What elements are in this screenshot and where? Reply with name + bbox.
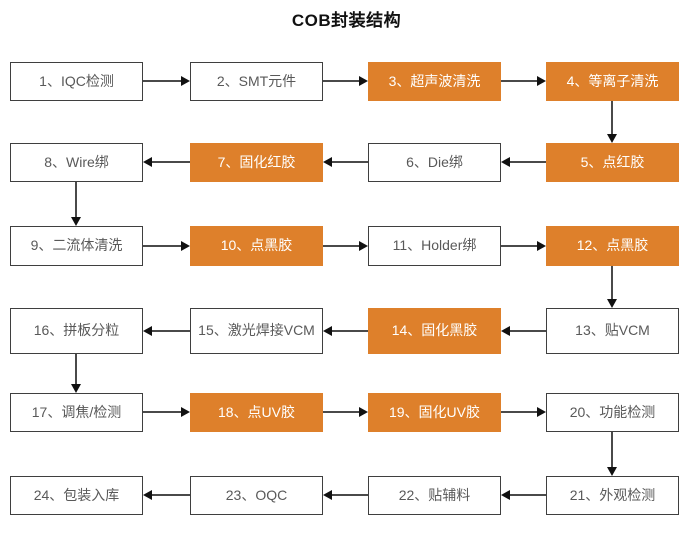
arrow-2-3 bbox=[323, 76, 368, 86]
arrow-left-icon bbox=[143, 326, 152, 336]
flow-step-24: 24、包装入库 bbox=[10, 476, 143, 515]
arrow-1-2 bbox=[143, 76, 190, 86]
arrow-10-11 bbox=[323, 241, 368, 251]
flow-step-7: 7、固化红胶 bbox=[190, 143, 323, 182]
page-title: COB封装结构 bbox=[291, 11, 402, 30]
arrow-left-icon bbox=[501, 490, 510, 500]
flow-step-5: 5、点红胶 bbox=[546, 143, 679, 182]
flow-step-16: 16、拼板分粒 bbox=[10, 308, 143, 354]
arrow-21-22 bbox=[501, 490, 546, 500]
flow-step-12: 12、点黑胶 bbox=[546, 226, 679, 266]
flow-step-4: 4、等离子清洗 bbox=[546, 62, 679, 101]
flow-step-20: 20、功能检测 bbox=[546, 393, 679, 432]
arrow-13-14 bbox=[501, 326, 546, 336]
arrow-down-icon bbox=[71, 217, 81, 226]
arrow-12-13 bbox=[607, 266, 617, 308]
flow-step-21: 21、外观检测 bbox=[546, 476, 679, 515]
arrow-down-icon bbox=[71, 384, 81, 393]
arrow-right-icon bbox=[359, 241, 368, 251]
arrow-left-icon bbox=[323, 157, 332, 167]
arrow-11-12 bbox=[501, 241, 546, 251]
arrow-19-20 bbox=[501, 407, 546, 417]
arrow-17-18 bbox=[143, 407, 190, 417]
flow-step-1: 1、IQC检测 bbox=[10, 62, 143, 101]
flow-step-10: 10、点黑胶 bbox=[190, 226, 323, 266]
flow-step-13: 13、贴VCM bbox=[546, 308, 679, 354]
arrow-right-icon bbox=[359, 76, 368, 86]
arrow-right-icon bbox=[537, 76, 546, 86]
arrow-20-21 bbox=[607, 432, 617, 476]
arrow-left-icon bbox=[143, 157, 152, 167]
flow-step-2: 2、SMT元件 bbox=[190, 62, 323, 101]
arrow-down-icon bbox=[607, 299, 617, 308]
flow-step-11: 11、Holder绑 bbox=[368, 226, 501, 266]
arrow-down-icon bbox=[607, 134, 617, 143]
arrow-right-icon bbox=[181, 76, 190, 86]
arrow-left-icon bbox=[501, 157, 510, 167]
arrow-18-19 bbox=[323, 407, 368, 417]
flow-step-17: 17、调焦/检测 bbox=[10, 393, 143, 432]
flow-step-22: 22、贴辅料 bbox=[368, 476, 501, 515]
arrow-right-icon bbox=[181, 407, 190, 417]
flow-step-19: 19、固化UV胶 bbox=[368, 393, 501, 432]
arrow-left-icon bbox=[323, 326, 332, 336]
arrow-23-24 bbox=[143, 490, 190, 500]
flow-step-3: 3、超声波清洗 bbox=[368, 62, 501, 101]
arrow-left-icon bbox=[143, 490, 152, 500]
arrow-15-16 bbox=[143, 326, 190, 336]
arrow-14-15 bbox=[323, 326, 368, 336]
arrow-3-4 bbox=[501, 76, 546, 86]
arrow-left-icon bbox=[323, 490, 332, 500]
flow-step-8: 8、Wire绑 bbox=[10, 143, 143, 182]
arrow-5-6 bbox=[501, 157, 546, 167]
flow-step-23: 23、OQC bbox=[190, 476, 323, 515]
arrow-22-23 bbox=[323, 490, 368, 500]
flow-step-9: 9、二流体清洗 bbox=[10, 226, 143, 266]
arrow-right-icon bbox=[537, 407, 546, 417]
flow-step-15: 15、激光焊接VCM bbox=[190, 308, 323, 354]
arrow-right-icon bbox=[181, 241, 190, 251]
arrow-down-icon bbox=[607, 467, 617, 476]
flow-step-6: 6、Die绑 bbox=[368, 143, 501, 182]
flow-step-18: 18、点UV胶 bbox=[190, 393, 323, 432]
arrow-16-17 bbox=[71, 354, 81, 393]
arrow-7-8 bbox=[143, 157, 190, 167]
arrow-8-9 bbox=[71, 182, 81, 226]
arrow-6-7 bbox=[323, 157, 368, 167]
arrow-9-10 bbox=[143, 241, 190, 251]
arrow-left-icon bbox=[501, 326, 510, 336]
arrow-right-icon bbox=[537, 241, 546, 251]
arrow-4-5 bbox=[607, 101, 617, 143]
arrow-right-icon bbox=[359, 407, 368, 417]
flow-step-14: 14、固化黑胶 bbox=[368, 308, 501, 354]
